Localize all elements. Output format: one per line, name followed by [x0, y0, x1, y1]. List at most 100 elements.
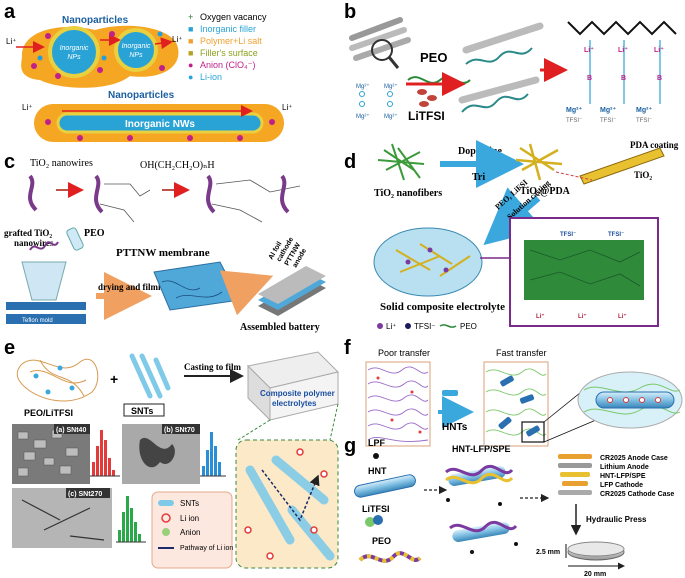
nanoparticles-title-bottom: Nanoparticles	[108, 90, 175, 101]
lpf-label: LPF	[368, 438, 386, 448]
histogram-c	[116, 496, 146, 543]
stack-label-3: LFP Cathode	[600, 482, 643, 489]
li-label-b3: Li⁺	[654, 46, 664, 54]
panel-b: b Mg²⁺ Mg²⁺ Mg²⁺ Mg²⁺ PEO LiTFSI	[344, 1, 677, 124]
legend-a-item-0: Oxygen vacancy	[200, 12, 267, 22]
wire-c-4	[280, 174, 290, 214]
np-label-1a: Inorganic	[60, 45, 89, 52]
tio2-nanofibers-label: TiO₂ nanofibers	[374, 188, 442, 199]
peo-zigzag	[407, 76, 471, 84]
wrapped-nanowires	[458, 22, 544, 113]
micrograph-c: (c) SNt270	[12, 488, 112, 548]
np-label-2a: Inorganic	[122, 43, 151, 50]
li-label-b2: Li⁺	[618, 46, 628, 54]
micrograph-a: (a) SNt40	[12, 424, 90, 484]
wire-c-2	[94, 174, 104, 214]
plus-sign: +	[110, 371, 118, 387]
pda-coated-fiber	[579, 147, 665, 185]
legend-d-li: Li⁺	[386, 322, 396, 331]
nanowire-bundle	[349, 17, 411, 69]
li-d-3: Li⁺	[618, 313, 627, 320]
legend-a-sym-5: ●	[188, 72, 193, 82]
snt-tubes	[129, 353, 171, 399]
tri-label: Tri	[472, 172, 485, 183]
inorganic-np-2	[114, 28, 158, 72]
panel-label-d: d	[344, 151, 356, 173]
battery-stack: Al foil cathode PTTNW anode	[258, 236, 326, 316]
tio2-nanofiber-cluster	[377, 143, 425, 181]
legend-d-peo: PEO	[460, 322, 477, 331]
panel-a: a Inorganic NPs Inorganic NPs Nanopartic…	[4, 1, 292, 142]
peo-vial	[66, 227, 84, 251]
magnifier-icon	[371, 39, 393, 61]
mg-label-2: Mg²⁺	[384, 83, 398, 90]
coin-cell-stack	[558, 454, 592, 495]
snts-label: SNTs	[131, 406, 153, 416]
panel-label-e: e	[4, 337, 15, 359]
mg-label-4: Mg²⁺	[384, 113, 398, 120]
casting-label: Casting to film	[184, 362, 242, 372]
li-d-2: Li⁺	[578, 313, 587, 320]
grafted-label-1: grafted TiO₂	[4, 228, 52, 238]
histogram-a	[90, 430, 120, 477]
peo-label-g: PEO	[372, 536, 391, 546]
grafted-label-2: nanowires	[14, 238, 54, 248]
panel-label-c: c	[4, 151, 15, 173]
li-plus-right: Li⁺	[172, 35, 182, 44]
assembled-label: Assembled battery	[240, 322, 320, 333]
solid-composite-label: Solid composite electrolyte	[380, 301, 505, 313]
membrane-label: PTTNW membrane	[116, 247, 210, 259]
hnt-label: HNT	[368, 466, 387, 476]
inorganic-np-1	[48, 26, 100, 78]
img-b-label: (b) SNt70	[164, 427, 195, 434]
composite-label-1: Composite polymer	[260, 389, 335, 398]
nanoparticles-title-top: Nanoparticles	[62, 15, 129, 26]
panel-label-f: f	[344, 337, 351, 359]
diameter-label: 20 mm	[584, 571, 606, 578]
histogram-b	[200, 432, 226, 477]
li-plus-nw-left: Li⁺	[22, 103, 32, 112]
teflon-label-b: Teflon mold	[22, 318, 53, 324]
panel-label-g: g	[344, 435, 356, 457]
press-label: Hydraulic Press	[586, 515, 647, 524]
legend-a-item-3: Filler's surface	[200, 48, 258, 58]
drying-label: drying and filming	[98, 282, 171, 292]
legend-d-tfsi: TFSI⁻	[414, 322, 436, 331]
legend-a-sym-1: ■	[188, 24, 193, 34]
composite-label-2: electrolytes	[272, 399, 317, 408]
legend-a-sym-0: +	[188, 12, 193, 22]
peo-litfsi-label: PEO/LiTFSI	[24, 408, 73, 418]
zoom-line-d	[555, 171, 593, 181]
legend-a-item-4: Anion (ClO₄⁻)	[200, 60, 255, 70]
legend-e-anion: Anion	[180, 528, 200, 537]
np-label-1b: NPs	[67, 54, 81, 61]
inorganic-nw	[56, 112, 264, 134]
mg-b-2: Mg²⁺	[600, 106, 616, 114]
stack-label-1: Lithium Anode	[600, 464, 649, 471]
legend-e-pathway: Pathway of Li ion	[180, 545, 233, 552]
thickness-label: 2.5 mm	[536, 549, 560, 556]
dopamine-label: Dopamine	[458, 146, 502, 157]
teflon-mold	[6, 302, 86, 310]
legend-a: + Oxygen vacancy ■ Inorganic filler ■ Po…	[188, 12, 267, 82]
composite-electrolyte-disc	[373, 227, 483, 297]
tio2-nanowires-label: TiO₂ nanowires	[30, 158, 93, 169]
peo-label-b: PEO	[420, 50, 447, 65]
mg-b-3: Mg²⁺	[636, 106, 652, 114]
legend-a-sym-3: ■	[188, 48, 193, 58]
tfsi-d-2: TFSI⁻	[608, 232, 624, 238]
legend-e-snts: SNTs	[180, 499, 199, 508]
litfsi-label-b: LiTFSI	[408, 109, 445, 123]
li-plus-nw-right: Li⁺	[282, 103, 292, 112]
tfsi-b-1: TFSI⁻	[566, 118, 582, 124]
reagent-label: OH(CH₂CH₂O)ₙH	[140, 160, 215, 171]
b-label-3: B	[657, 75, 662, 82]
legend-a-item-5: Li-ion	[200, 72, 222, 82]
arrow-c-4	[219, 270, 274, 316]
li-label-b1: Li⁺	[584, 46, 594, 54]
tfsi-b-3: TFSI⁻	[636, 118, 652, 124]
legend-a-item-1: Inorganic filler	[200, 24, 256, 34]
pttnw-membrane	[153, 261, 241, 311]
panel-c: c TiO₂ nanowires OH(CH₂CH₂O)ₙH grafted T…	[4, 151, 326, 333]
